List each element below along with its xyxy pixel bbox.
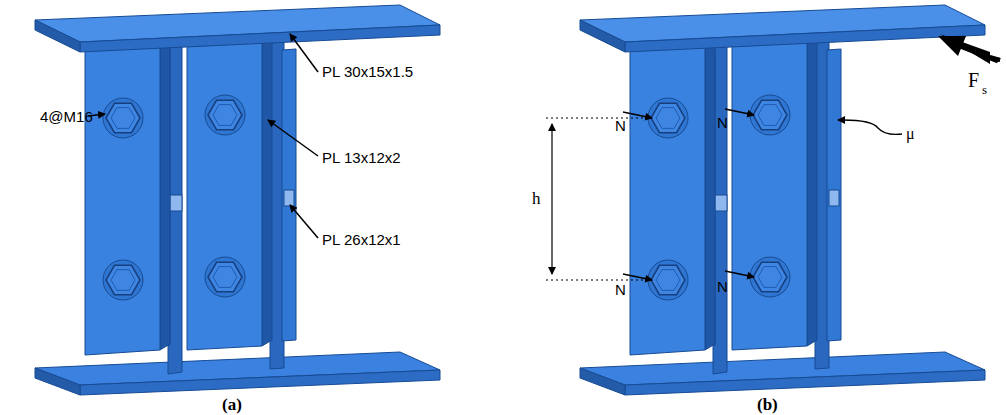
force-label: N — [717, 279, 728, 294]
plate-callout: PL 13x12x2 — [322, 150, 401, 165]
plate-callout: PL 26x12x1 — [322, 232, 401, 247]
bolt-callout: 4@M16 — [40, 109, 93, 124]
force-label: N — [615, 282, 626, 297]
panel-label: (a) — [222, 396, 242, 413]
force-label: N — [717, 115, 728, 130]
friction-label: μ — [906, 126, 915, 142]
force-subscript: s — [982, 83, 987, 96]
dimension-label: h — [532, 190, 541, 207]
force-label: N — [615, 118, 626, 133]
panel-label: (b) — [757, 396, 778, 413]
plate-callout: PL 30x15x1.5 — [322, 64, 413, 79]
force-label: F — [968, 70, 979, 90]
